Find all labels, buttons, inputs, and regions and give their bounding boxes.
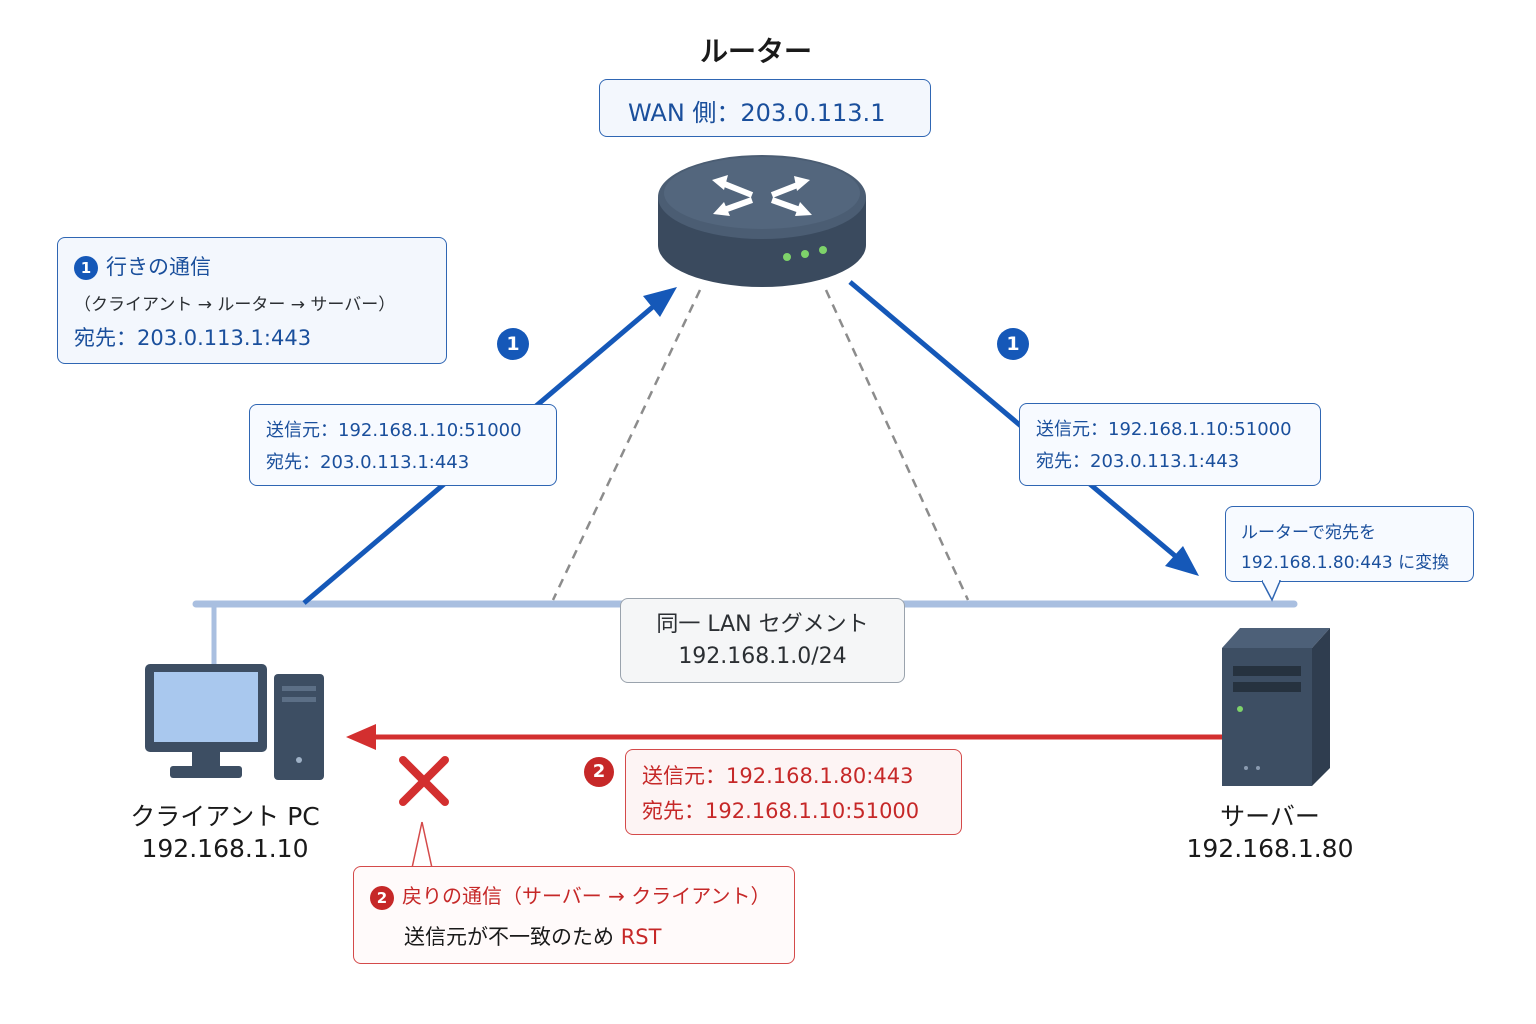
router-lan-dashed-right [824,289,970,601]
server-ip: 192.168.1.80 [1186,834,1354,863]
outbound-title: 行きの通信 [106,255,211,279]
server-icon [1222,628,1330,786]
right-packet-box: 送信元：192.168.1.10:51000 宛先：203.0.113.1:44… [1019,403,1321,486]
blocked-callout-line-2 [421,821,433,869]
blocked-callout-line [411,821,423,869]
right-packet-destination: 宛先：203.0.113.1:443 [1036,451,1240,472]
client-name: クライアント PC [130,802,320,831]
client-ip: 192.168.1.10 [141,834,309,863]
return-result-highlight: RST [620,925,662,949]
server-name: サーバー [1220,802,1320,831]
outbound-info-box: 1 行きの通信 （クライアント → ルーター → サーバー） 宛先：203.0.1… [57,237,447,364]
return-arrow-step-badge: 2 [584,757,614,787]
nat-note-pointer [1262,580,1282,602]
return-arrow-server-to-client [346,724,1222,750]
outbound-destination: 宛先：203.0.113.1:443 [74,326,312,350]
lan-segment-box: 同一 LAN セグメント 192.168.1.0/24 [620,598,905,683]
lan-segment-name: 同一 LAN セグメント [656,612,869,637]
return-packet-source: 送信元：192.168.1.80:443 [642,764,914,788]
return-title: 戻りの通信（サーバー → クライアント） [402,884,771,908]
outbound-step-badge: 1 [74,256,98,280]
right-packet-source: 送信元：192.168.1.10:51000 [1036,419,1292,440]
blocked-x-icon [399,756,449,806]
router-lan-dashed-left [551,289,702,601]
left-packet-box: 送信元：192.168.1.10:51000 宛先：203.0.113.1:44… [249,404,557,486]
left-arrow-step-badge: 1 [497,328,529,360]
lan-segment-subnet: 192.168.1.0/24 [678,644,847,669]
outbound-arrow-router-to-server [848,280,1199,576]
right-arrow-step-badge: 1 [997,328,1029,360]
nat-note-line1: ルーターで宛先を [1241,523,1376,543]
return-packet-destination: 宛先：192.168.1.10:51000 [642,799,920,823]
nat-note-line2: 192.168.1.80:443 に変換 [1241,553,1450,573]
router-title: ルーター [700,35,813,68]
client-pc-icon [145,664,324,780]
return-packet-box: 送信元：192.168.1.80:443 宛先：192.168.1.10:510… [625,749,962,835]
return-info-box: 2 戻りの通信（サーバー → クライアント） 送信元が不一致のため RST [353,866,795,964]
outbound-route: （クライアント → ルーター → サーバー） [74,295,396,315]
return-result-text: 送信元が不一致のため [404,925,621,949]
left-packet-source: 送信元：192.168.1.10:51000 [266,420,522,441]
router-icon [658,155,866,287]
nat-note-box: ルーターで宛先を 192.168.1.80:443 に変換 [1225,506,1474,582]
wan-address-label: WAN 側：203.0.113.1 [628,99,886,127]
left-packet-destination: 宛先：203.0.113.1:443 [266,452,470,473]
return-step-badge: 2 [370,885,394,910]
wan-address-box: WAN 側：203.0.113.1 [599,79,931,137]
